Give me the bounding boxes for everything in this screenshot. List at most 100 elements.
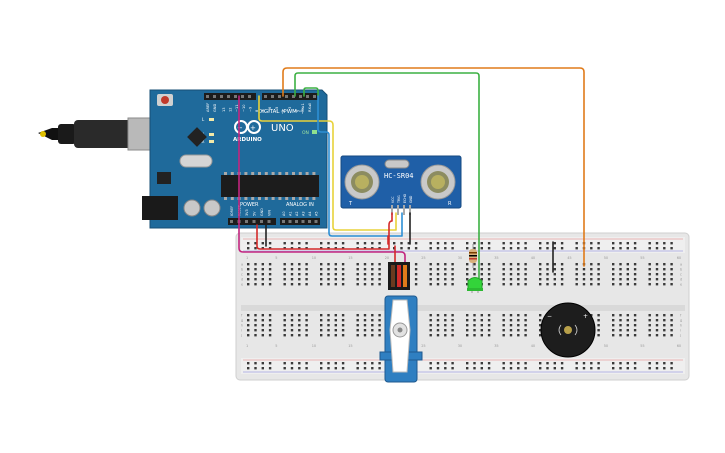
breadboard-hole[interactable]	[436, 278, 440, 281]
breadboard-hole[interactable]	[341, 367, 345, 370]
breadboard-hole[interactable]	[524, 367, 527, 370]
breadboard-hole[interactable]	[655, 273, 659, 276]
breadboard-hole[interactable]	[663, 273, 666, 276]
breadboard-hole[interactable]	[371, 263, 374, 266]
header-pin[interactable]	[301, 220, 305, 223]
breadboard-hole[interactable]	[261, 324, 264, 327]
breadboard-hole[interactable]	[320, 263, 323, 266]
breadboard-hole[interactable]	[648, 273, 651, 276]
breadboard-hole[interactable]	[655, 367, 659, 370]
breadboard-hole[interactable]	[648, 278, 651, 281]
breadboard-hole[interactable]	[663, 319, 666, 322]
breadboard-hole[interactable]	[429, 334, 432, 337]
breadboard-hole[interactable]	[254, 314, 257, 317]
breadboard-hole[interactable]	[612, 242, 615, 245]
header-pin[interactable]	[264, 95, 267, 98]
breadboard-hole[interactable]	[539, 319, 542, 322]
breadboard-hole[interactable]	[539, 314, 542, 317]
breadboard-hole[interactable]	[509, 324, 513, 327]
breadboard-hole[interactable]	[663, 268, 666, 271]
breadboard-hole[interactable]	[633, 367, 637, 370]
breadboard-hole[interactable]	[334, 242, 337, 245]
breadboard-hole[interactable]	[670, 263, 673, 266]
breadboard-hole[interactable]	[378, 324, 381, 327]
header-pin[interactable]	[278, 95, 281, 98]
breadboard-hole[interactable]	[407, 242, 410, 245]
breadboard-hole[interactable]	[539, 334, 542, 337]
breadboard-hole[interactable]	[487, 247, 491, 250]
breadboard-hole[interactable]	[655, 263, 659, 266]
power-analog-header-pins[interactable]	[230, 220, 318, 223]
breadboard-hole[interactable]	[626, 273, 629, 276]
breadboard-hole[interactable]	[582, 268, 586, 271]
breadboard-hole[interactable]	[444, 324, 447, 327]
breadboard-hole[interactable]	[575, 273, 578, 276]
breadboard-hole[interactable]	[254, 273, 257, 276]
breadboard-hole[interactable]	[633, 329, 637, 332]
breadboard-hole[interactable]	[575, 268, 578, 271]
breadboard-hole[interactable]	[655, 278, 659, 281]
breadboard-hole[interactable]	[553, 367, 556, 370]
breadboard-hole[interactable]	[363, 319, 367, 322]
breadboard-hole[interactable]	[480, 334, 483, 337]
header-pin[interactable]	[299, 95, 302, 98]
piezo-buzzer-icon[interactable]: − +	[540, 302, 596, 358]
breadboard-hole[interactable]	[436, 283, 440, 286]
breadboard-hole[interactable]	[619, 314, 622, 317]
breadboard-hole[interactable]	[553, 278, 556, 281]
breadboard-hole[interactable]	[356, 283, 359, 286]
breadboard-hole[interactable]	[480, 362, 483, 365]
breadboard-hole[interactable]	[268, 242, 272, 245]
breadboard-hole[interactable]	[473, 314, 476, 317]
breadboard-hole[interactable]	[612, 283, 615, 286]
breadboard-hole[interactable]	[539, 247, 542, 250]
breadboard-hole[interactable]	[655, 314, 659, 317]
breadboard-hole[interactable]	[655, 242, 659, 245]
breadboard-hole[interactable]	[371, 314, 374, 317]
breadboard-hole[interactable]	[327, 314, 330, 317]
breadboard-hole[interactable]	[466, 247, 469, 250]
breadboard-hole[interactable]	[436, 242, 440, 245]
breadboard-hole[interactable]	[429, 247, 432, 250]
breadboard-hole[interactable]	[414, 283, 418, 286]
breadboard-hole[interactable]	[371, 283, 374, 286]
breadboard-hole[interactable]	[298, 268, 301, 271]
breadboard-hole[interactable]	[539, 278, 542, 281]
breadboard-hole[interactable]	[502, 319, 505, 322]
breadboard-hole[interactable]	[327, 362, 330, 365]
breadboard-hole[interactable]	[283, 324, 286, 327]
breadboard-hole[interactable]	[290, 242, 294, 245]
breadboard-hole[interactable]	[320, 319, 323, 322]
breadboard-hole[interactable]	[356, 273, 359, 276]
breadboard-hole[interactable]	[283, 278, 286, 281]
breadboard-hole[interactable]	[626, 278, 629, 281]
breadboard-hole[interactable]	[378, 367, 381, 370]
breadboard-hole[interactable]	[633, 263, 637, 266]
breadboard-hole[interactable]	[597, 283, 600, 286]
breadboard-hole[interactable]	[612, 324, 615, 327]
breadboard-hole[interactable]	[633, 273, 637, 276]
breadboard-hole[interactable]	[524, 324, 527, 327]
breadboard-hole[interactable]	[612, 263, 615, 266]
breadboard-hole[interactable]	[283, 329, 286, 332]
breadboard-hole[interactable]	[612, 329, 615, 332]
breadboard-hole[interactable]	[473, 329, 476, 332]
breadboard-hole[interactable]	[648, 319, 651, 322]
breadboard-hole[interactable]	[509, 334, 513, 337]
breadboard-hole[interactable]	[539, 273, 542, 276]
breadboard-hole[interactable]	[378, 283, 381, 286]
breadboard-hole[interactable]	[400, 242, 403, 245]
breadboard-hole[interactable]	[466, 268, 469, 271]
header-pin[interactable]	[282, 220, 285, 223]
breadboard-hole[interactable]	[371, 278, 374, 281]
breadboard-hole[interactable]	[298, 362, 301, 365]
digital-header-pins[interactable]	[206, 95, 316, 98]
breadboard-hole[interactable]	[451, 324, 454, 327]
breadboard-hole[interactable]	[502, 329, 505, 332]
breadboard-hole[interactable]	[429, 329, 432, 332]
breadboard-hole[interactable]	[670, 329, 673, 332]
breadboard-hole[interactable]	[480, 319, 483, 322]
breadboard-hole[interactable]	[546, 367, 549, 370]
